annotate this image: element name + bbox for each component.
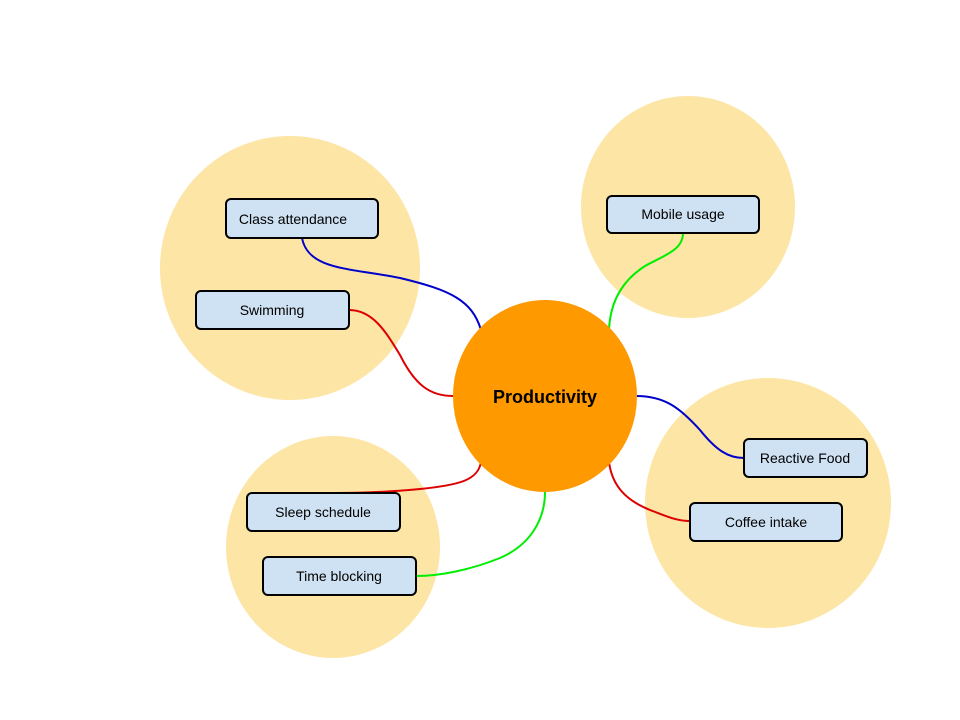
node-box [225, 198, 379, 239]
node-box [743, 438, 868, 478]
node-box [246, 492, 401, 532]
node-class-attendance[interactable]: Class attendance [225, 198, 379, 239]
node-mobile-usage[interactable]: Mobile usage [606, 195, 760, 234]
node-box [262, 556, 417, 596]
central-topic-circle [453, 300, 637, 492]
node-label: Class attendance [239, 211, 347, 227]
node-time-blocking[interactable]: Time blocking [262, 556, 417, 596]
node-label: Coffee intake [725, 514, 807, 530]
topic-nodes: Class attendance Swimming Mobile usage R… [195, 195, 868, 596]
node-label: Reactive Food [760, 450, 850, 466]
node-box [195, 290, 350, 330]
node-swimming[interactable]: Swimming [195, 290, 350, 330]
node-box [689, 502, 843, 542]
connector-coffee-intake [608, 461, 691, 522]
node-coffee-intake[interactable]: Coffee intake [689, 502, 843, 542]
central-topic[interactable]: Productivity [453, 300, 637, 492]
node-box [606, 195, 760, 234]
connector-class-attendance [301, 237, 482, 331]
node-label: Mobile usage [641, 206, 724, 222]
connector-swimming [348, 309, 454, 397]
central-topic-label: Productivity [493, 387, 597, 407]
node-label: Sleep schedule [275, 504, 371, 520]
node-reactive-food[interactable]: Reactive Food [743, 438, 868, 478]
cluster-bottom-left [226, 436, 440, 658]
node-label: Time blocking [296, 568, 382, 584]
connector-mobile-usage [608, 232, 684, 331]
connector-time-blocking [415, 491, 546, 577]
cluster-top-left [160, 136, 420, 400]
node-label: Swimming [240, 302, 305, 318]
node-sleep-schedule[interactable]: Sleep schedule [246, 492, 401, 532]
connector-reactive-food [635, 395, 745, 459]
